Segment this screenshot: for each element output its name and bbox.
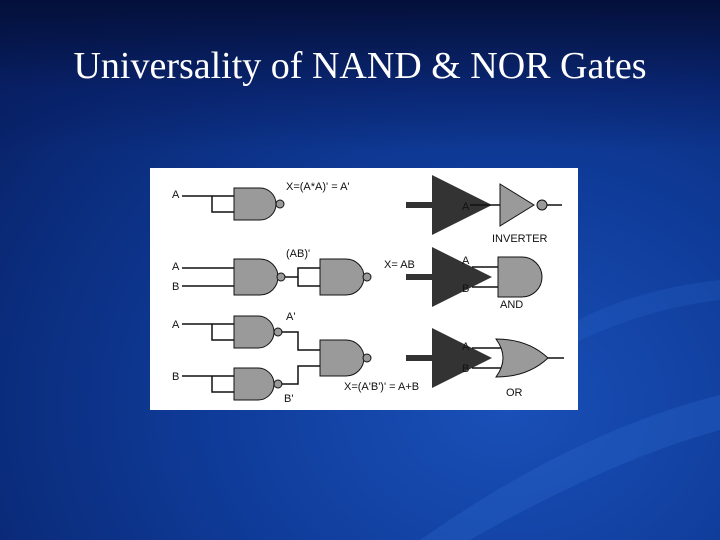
ab-complement-label: (AB)'	[286, 248, 310, 260]
and-expression: X= AB	[384, 259, 415, 271]
nand-bubble-1	[275, 199, 285, 209]
nand-gate-5	[233, 367, 275, 401]
nand-bubble-5	[273, 379, 283, 389]
nand-gate-4	[233, 315, 275, 349]
row1-wires	[182, 195, 234, 213]
a-prime-label: A'	[286, 311, 295, 323]
logic-diagram: A X=(A*A)' = A' A INVERTER A B (AB)' X= …	[172, 175, 564, 405]
or-gate-input-b: B	[462, 363, 469, 375]
or-gate-wires	[472, 347, 564, 369]
title-band-shading	[0, 0, 720, 150]
nand-gate-1	[233, 187, 277, 221]
or-gate-input-a: A	[462, 341, 470, 353]
or-input-b-label: B	[172, 371, 179, 383]
or-label: OR	[506, 387, 523, 399]
nand-gate-3	[319, 258, 365, 296]
nand-bubble-2	[276, 272, 286, 282]
inverter-label: INVERTER	[492, 233, 547, 245]
or-input-a-label: A	[172, 319, 180, 331]
nand-gate-2	[233, 258, 279, 296]
and-gate-input-b: B	[462, 283, 469, 295]
nand-bubble-3	[362, 272, 372, 282]
and-gate-wires	[472, 266, 498, 288]
input-a-label: A	[172, 189, 180, 201]
or-expression: X=(A'B')' = A+B	[344, 381, 419, 393]
nand-gate-6	[319, 339, 365, 377]
inverter-gate	[499, 183, 535, 227]
b-prime-label: B'	[284, 393, 293, 405]
row2-wires	[182, 267, 320, 287]
and-input-b-label: B	[172, 281, 179, 293]
and-gate	[497, 256, 543, 298]
and-input-a-label: A	[172, 261, 180, 273]
inverter-expression: X=(A*A)' = A'	[286, 181, 350, 193]
slide-title: Universality of NAND & NOR Gates	[73, 45, 647, 87]
nand-bubble-4	[273, 327, 283, 337]
or-gate	[495, 338, 549, 378]
and-label: AND	[500, 299, 523, 311]
nand-universality-figure: A X=(A*A)' = A' A INVERTER A B (AB)' X= …	[150, 168, 578, 410]
inverter-input-a: A	[462, 201, 470, 213]
and-gate-input-a: A	[462, 255, 470, 267]
inverter-bubble	[536, 199, 548, 211]
nand-bubble-6	[362, 353, 372, 363]
row3-wires	[182, 323, 320, 393]
